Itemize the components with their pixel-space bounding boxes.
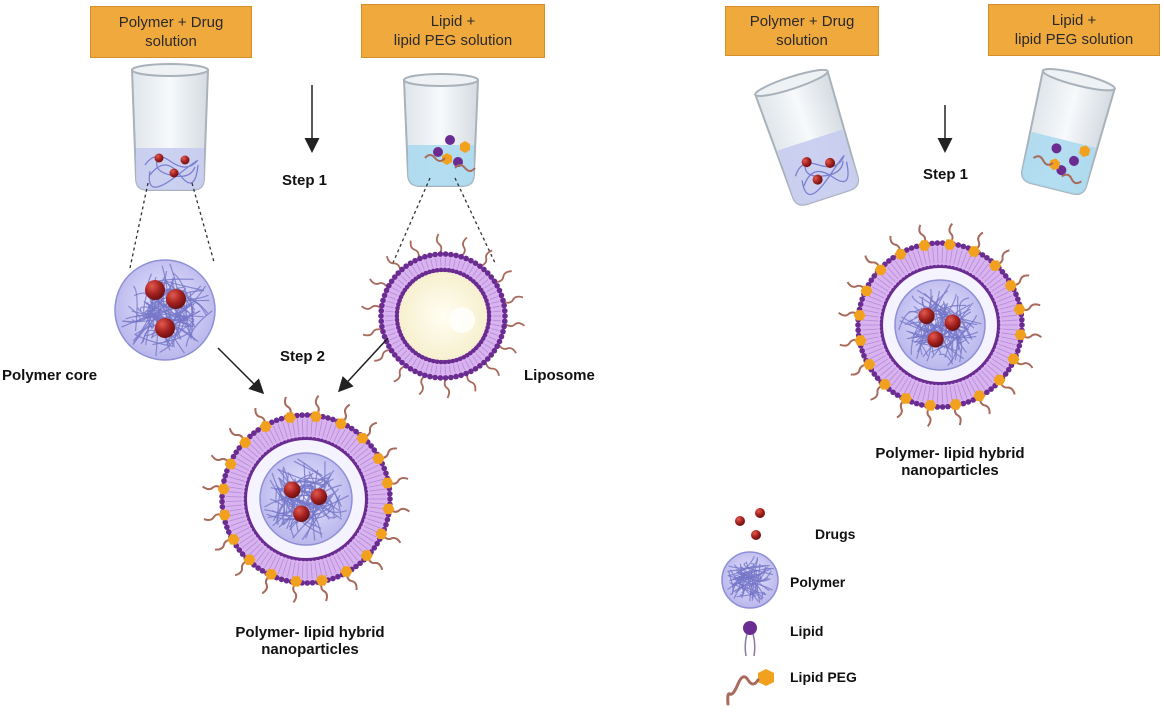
right-step1-label: Step 1 — [923, 166, 969, 183]
beaker-polymer-drug-tilted — [754, 68, 860, 206]
liposome-label: Liposome — [524, 367, 595, 384]
lipid-icon — [743, 621, 757, 657]
legend-drugs-label: Drugs — [815, 526, 856, 542]
hybrid-nanoparticle-right — [838, 223, 1042, 427]
beaker-polymer-drug — [130, 63, 210, 191]
beaker-lipid — [402, 73, 480, 187]
liposome — [361, 233, 525, 399]
step2-label: Step 2 — [280, 348, 326, 365]
zoom-lines — [129, 177, 497, 269]
box-lipid-peg: Lipid + lipid PEG solution — [361, 4, 545, 58]
hybrid-nanoparticle-left — [202, 395, 410, 603]
polymer-core-label: Polymer core — [2, 367, 98, 384]
legend-lipid-peg-label: Lipid PEG — [790, 669, 857, 685]
result-label-left: Polymer- lipid hybrid nanoparticles — [235, 624, 385, 658]
box-polymer-drug: Polymer + Drug solution — [90, 6, 252, 58]
lipid-peg-icon — [726, 669, 774, 706]
step2-arrow-left — [217, 347, 265, 395]
right-box-polymer-drug: Polymer + Drug solution — [725, 6, 879, 56]
drugs-icon — [735, 508, 765, 540]
legend-lipid-label: Lipid — [790, 623, 824, 639]
result-label-right: Polymer- lipid hybrid nanoparticles — [875, 445, 1025, 479]
beaker-lipid-tilted — [1021, 68, 1116, 195]
step2-arrow-right — [337, 337, 389, 393]
polymer-core — [114, 259, 216, 361]
polymer-icon — [721, 551, 779, 609]
right-box-lipid-peg: Lipid + lipid PEG solution — [988, 4, 1160, 56]
step1-label: Step 1 — [282, 172, 328, 189]
legend-polymer-label: Polymer — [790, 574, 846, 590]
